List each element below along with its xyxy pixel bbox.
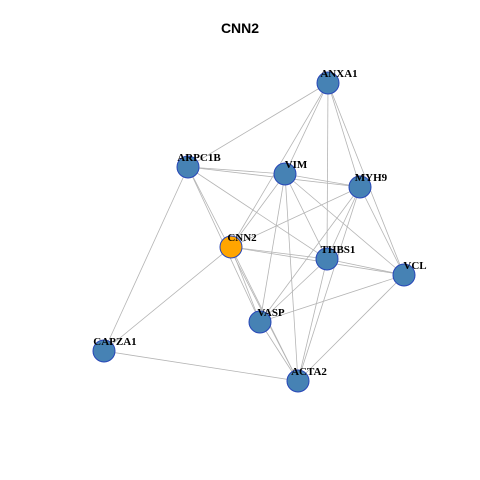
edge-vim-thbs1: [284, 173, 328, 260]
edge-thbs1-acta2: [297, 258, 328, 382]
node-label-vasp: VASP: [257, 307, 285, 319]
edge-myh9-vcl: [359, 186, 405, 276]
edge-thbs1-vcl: [326, 258, 405, 276]
node-label-vcl: VCL: [403, 260, 426, 272]
node-circle-acta2: [286, 369, 310, 393]
edge-arpc1b-acta2: [187, 166, 299, 382]
edge-myh9-vasp: [259, 186, 361, 323]
node-circle-vasp: [248, 310, 272, 334]
edge-anxa1-thbs1: [326, 82, 329, 260]
edge-vcl-acta2: [297, 274, 405, 382]
edge-cnn2-vasp: [230, 246, 261, 323]
edge-arpc1b-vim: [187, 166, 286, 175]
node-arpc1b: ARPC1B: [176, 152, 221, 179]
node-circle-thbs1: [315, 247, 339, 271]
edge-myh9-cnn2: [230, 186, 361, 248]
node-circle-vim: [273, 162, 297, 186]
node-circle-arpc1b: [176, 155, 200, 179]
edge-myh9-thbs1: [326, 186, 361, 260]
node-thbs1: THBS1: [315, 244, 356, 271]
edge-arpc1b-capza1: [103, 166, 189, 352]
node-circle-capza1: [92, 339, 116, 363]
edge-anxa1-myh9: [327, 82, 361, 188]
edge-arpc1b-thbs1: [187, 166, 328, 260]
node-vcl: VCL: [392, 260, 427, 287]
edge-thbs1-vasp: [259, 258, 328, 323]
edge-cnn2-capza1: [103, 246, 232, 352]
node-label-arpc1b: ARPC1B: [177, 152, 221, 164]
edge-vim-vcl: [284, 173, 405, 276]
edge-cnn2-thbs1: [230, 246, 328, 260]
node-label-acta2: ACTA2: [291, 366, 327, 378]
edge-anxa1-vim: [284, 82, 329, 175]
edge-vim-cnn2: [230, 173, 286, 248]
edge-vim-acta2: [284, 173, 299, 382]
node-circle-anxa1: [316, 71, 340, 95]
edge-anxa1-arpc1b: [187, 82, 329, 168]
node-label-vim: VIM: [285, 159, 308, 171]
node-label-cnn2: CNN2: [227, 232, 257, 244]
node-label-myh9: MYH9: [355, 172, 388, 184]
node-circle-vcl: [392, 263, 416, 287]
edge-vcl-vasp: [259, 274, 405, 323]
node-label-thbs1: THBS1: [321, 244, 356, 256]
edge-vasp-acta2: [259, 321, 299, 382]
edge-capza1-acta2: [103, 350, 299, 382]
node-circle-myh9: [348, 175, 372, 199]
edge-vim-myh9: [284, 173, 361, 188]
node-cnn2: CNN2: [219, 232, 257, 259]
edge-vim-vasp: [259, 173, 286, 323]
node-label-capza1: CAPZA1: [93, 336, 136, 348]
node-capza1: CAPZA1: [92, 336, 137, 363]
node-circle-cnn2: [219, 235, 243, 259]
node-label-anxa1: ANXA1: [320, 68, 357, 80]
edge-myh9-acta2: [297, 186, 361, 382]
node-vim: VIM: [273, 159, 308, 186]
node-vasp: VASP: [248, 307, 285, 334]
node-acta2: ACTA2: [286, 366, 327, 393]
graph-title: CNN2: [220, 20, 260, 36]
node-anxa1: ANXA1: [316, 68, 358, 95]
node-myh9: MYH9: [348, 172, 388, 199]
